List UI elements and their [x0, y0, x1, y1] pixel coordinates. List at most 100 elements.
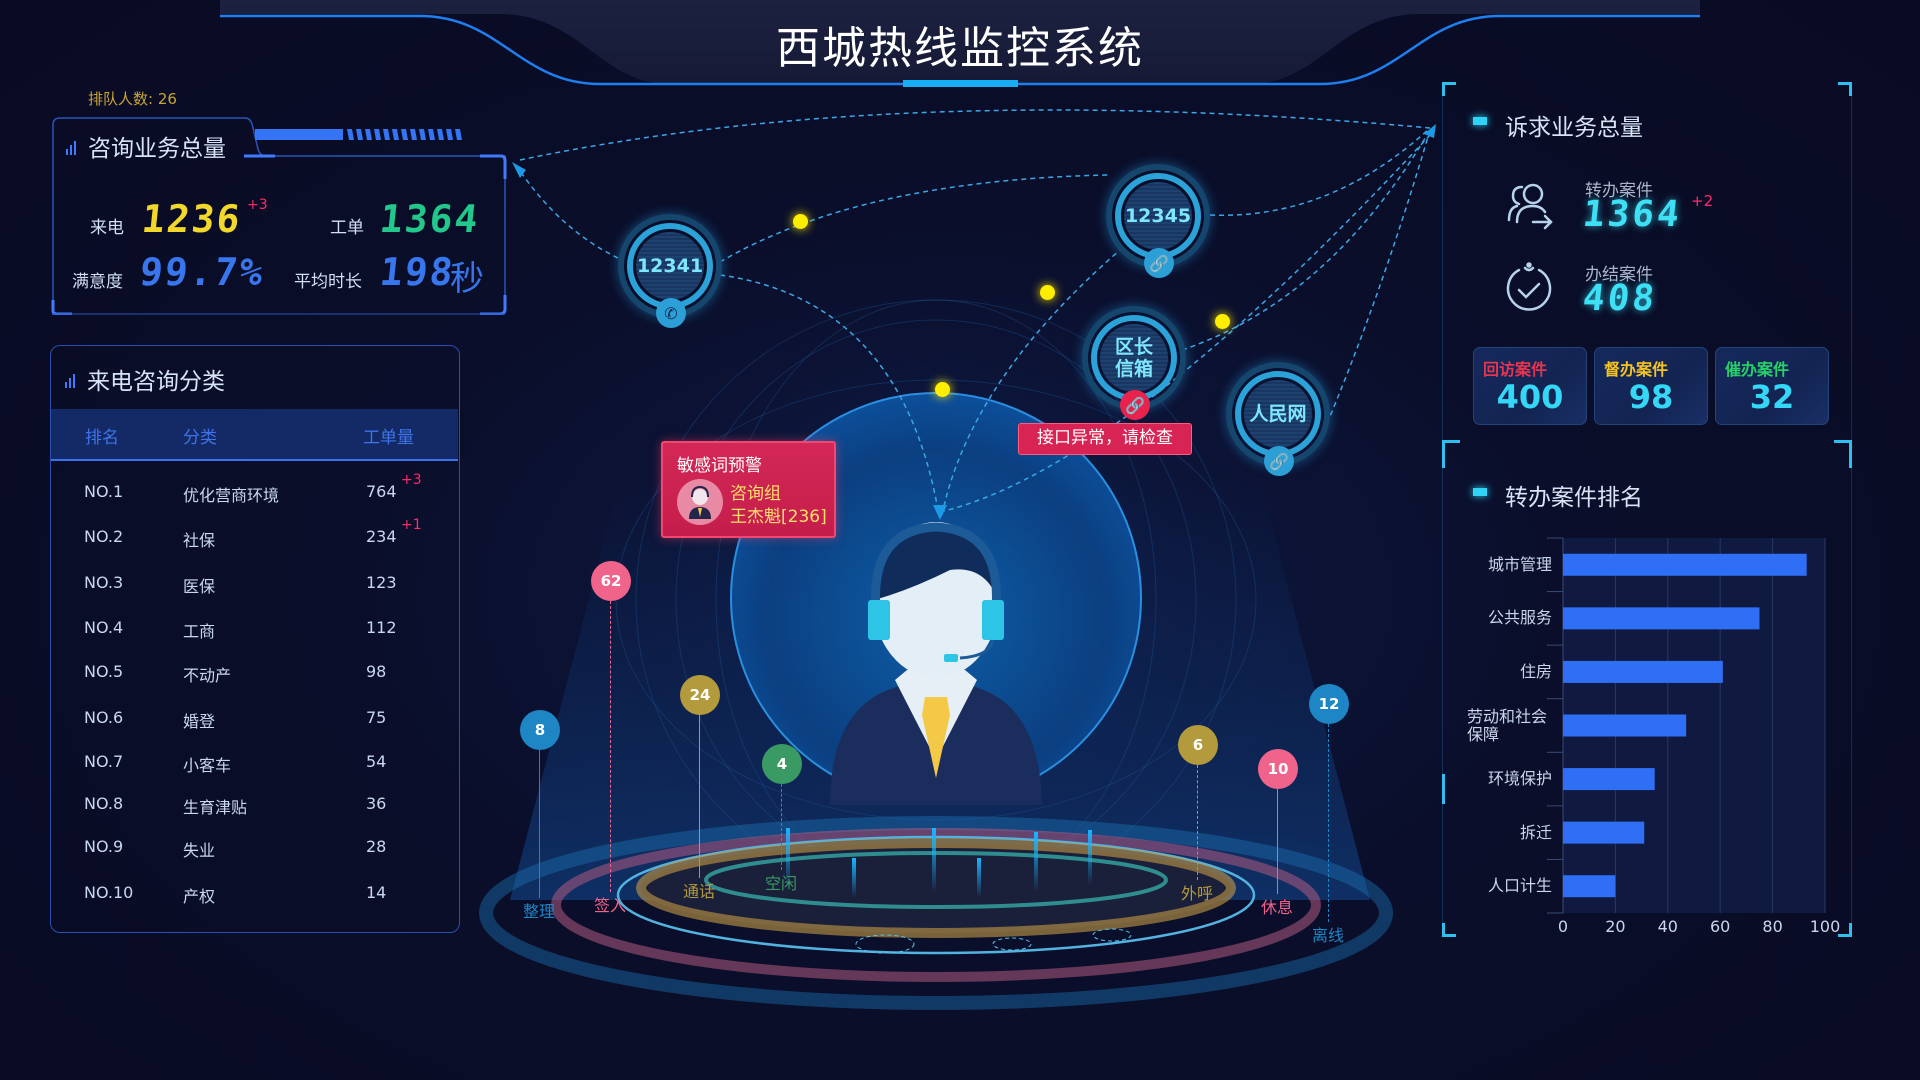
status-label: 整理 [523, 902, 556, 921]
x-tick-label: 100 [1809, 917, 1841, 936]
column-count[interactable]: 工单量 [363, 428, 414, 448]
category-cell: 优化营商环境 [183, 486, 280, 505]
column-rank[interactable]: 排名 [85, 428, 119, 448]
case-card-value: 400 [1496, 378, 1564, 416]
channel-node[interactable]: 12345🔗 [1106, 164, 1210, 278]
bar[interactable] [1563, 660, 1723, 683]
channel-node[interactable]: 人民网🔗 [1226, 362, 1330, 476]
appeal-total-title: 诉求业务总量 [1505, 115, 1643, 141]
queue-value: 26 [157, 90, 177, 108]
sensitive-word-alert[interactable]: 敏感词预警 咨询组 王杰魁[236] [661, 441, 836, 538]
case-card-value: 98 [1628, 378, 1674, 416]
users-transfer-icon [1505, 182, 1557, 234]
status-label: 休息 [1261, 898, 1294, 917]
interface-error-alert[interactable]: 接口异常，请检查 [1018, 423, 1192, 455]
channel-label: 12345 [1124, 205, 1192, 227]
status-count-pin[interactable]: 12 [1309, 684, 1349, 724]
x-tick-label: 80 [1762, 917, 1783, 936]
transferred-value: 1364 [1580, 194, 1684, 235]
bar[interactable] [1563, 553, 1807, 576]
call-categories-title: 来电咨询分类 [87, 369, 225, 395]
calls-delta: +3 [247, 197, 268, 213]
y-tick-label: 人口计生 [1487, 876, 1552, 896]
count-cell: 75 [366, 708, 387, 727]
bar[interactable] [1563, 821, 1645, 844]
bar[interactable] [1563, 607, 1760, 630]
transferred-label: 转办案件 [1585, 181, 1653, 201]
count-delta: +1 [401, 517, 422, 533]
case-card-label: 督办案件 [1604, 360, 1669, 379]
transferred-delta: +2 [1691, 192, 1714, 210]
case-card-value: 32 [1749, 378, 1795, 416]
status-count-pin[interactable]: 24 [680, 675, 720, 715]
y-tick-label: 劳动和社会保障 [1467, 706, 1548, 744]
category-cell: 社保 [183, 531, 216, 550]
corner-decoration [1442, 82, 1456, 96]
table-row[interactable]: NO.2 社保 234+1 [51, 517, 458, 557]
column-category[interactable]: 分类 [183, 428, 217, 448]
bar[interactable] [1563, 875, 1616, 898]
status-count-pin[interactable]: 8 [520, 710, 560, 750]
rank-cell: NO.8 [84, 794, 124, 813]
corner-decoration [1442, 923, 1456, 937]
count-cell: 123 [366, 573, 397, 592]
rank-cell: NO.2 [84, 527, 124, 546]
chart-title: 转办案件排名 [1505, 485, 1643, 511]
rank-cell: NO.1 [84, 482, 124, 501]
divider-tick [1442, 440, 1445, 468]
x-tick-label: 20 [1605, 917, 1626, 936]
status-count-pin[interactable]: 62 [591, 561, 631, 601]
y-tick-label: 环境保护 [1487, 769, 1552, 789]
status-line [610, 601, 611, 892]
alert-group: 咨询组 [730, 484, 781, 504]
y-tick-label: 住房 [1519, 661, 1552, 681]
count-cell: 234 [366, 527, 397, 546]
status-line [781, 784, 782, 870]
signal-dot [1215, 314, 1230, 329]
panel-frame [51, 117, 507, 315]
consult-total-panel: 咨询业务总量 来电 1236 +3 工单 1364 满意度 99.7% 平均时长… [50, 115, 508, 315]
bar[interactable] [1563, 714, 1687, 737]
channel-node[interactable]: 12341✆ [618, 214, 722, 328]
category-cell: 工商 [183, 622, 216, 641]
section-bullet-icon [1473, 117, 1487, 125]
status-count-pin[interactable]: 6 [1178, 725, 1218, 765]
closed-value: 408 [1580, 278, 1660, 319]
bar[interactable] [1563, 768, 1655, 791]
status-label: 离线 [1312, 926, 1345, 945]
rank-cell: NO.3 [84, 573, 124, 592]
count-cell: 14 [366, 883, 387, 902]
signal-bars-icon [66, 141, 76, 155]
queue-count: 排队人数: 26 [88, 88, 177, 109]
status-count-pin[interactable]: 4 [762, 744, 802, 784]
channel-label: 人民网 [1249, 403, 1307, 425]
divider-tick [1442, 774, 1445, 804]
channel-node[interactable]: 区长信箱🔗 [1082, 306, 1186, 420]
agent-avatar [830, 522, 1042, 805]
status-line [1197, 765, 1198, 880]
status-label: 外呼 [1181, 884, 1214, 903]
status-count-pin[interactable]: 10 [1258, 749, 1298, 789]
alert-agent: 王杰魁[236] [730, 507, 827, 527]
rank-cell: NO.7 [84, 752, 124, 771]
category-cell: 生育津贴 [183, 798, 248, 817]
closed-label: 办结案件 [1585, 265, 1653, 285]
page-title: 西城热线监控系统 [776, 23, 1144, 74]
status-label: 通话 [683, 882, 716, 901]
satisfaction-label: 满意度 [72, 272, 123, 292]
divider-tick [1442, 440, 1460, 443]
